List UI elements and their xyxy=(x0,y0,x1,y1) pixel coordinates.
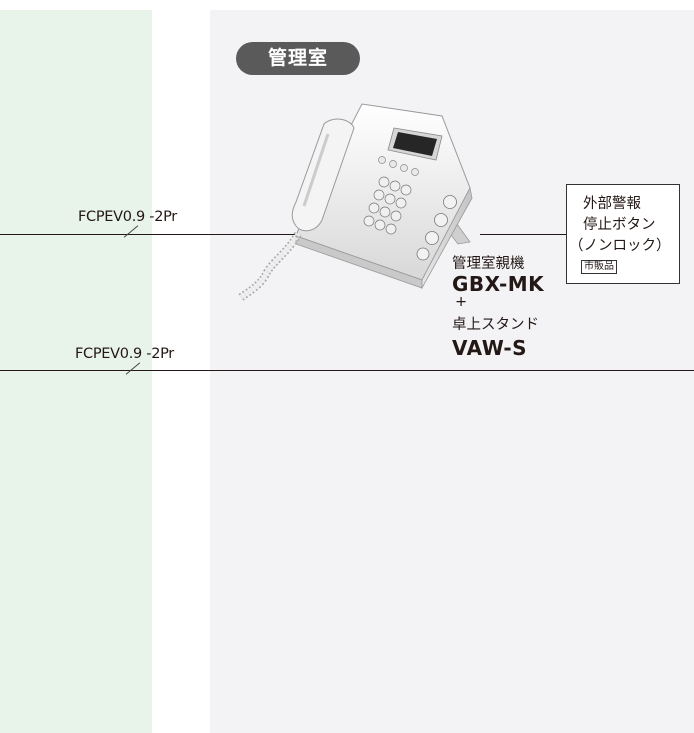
cable-label-2: FCPEV0.9 -2Pr xyxy=(75,346,174,362)
stand-name-label: 卓上スタンド xyxy=(452,317,539,333)
ext-box-line-2: 停止ボタン xyxy=(583,217,656,233)
cable-line-2 xyxy=(0,370,694,372)
master-station-image xyxy=(237,103,473,302)
cable-line-1 xyxy=(0,234,300,236)
external-alarm-stop-button-box: 外部警報 停止ボタン （ノンロック） 市販品 xyxy=(566,184,680,284)
stand-model-label: VAW-S xyxy=(452,336,528,360)
commercial-product-tag: 市販品 xyxy=(581,260,617,274)
cable-line-1-right xyxy=(480,234,568,236)
management-room-panel xyxy=(210,10,694,733)
cable-label-1: FCPEV0.9 -2Pr xyxy=(78,209,177,225)
plus-sign: + xyxy=(455,294,468,310)
ext-box-line-3: （ノンロック） xyxy=(569,238,671,254)
ext-box-line-1: 外部警報 xyxy=(583,196,641,212)
room-label-badge: 管理室 xyxy=(236,42,360,75)
device-model-label: GBX-MK xyxy=(452,272,545,296)
device-name-label: 管理室親機 xyxy=(452,256,525,272)
